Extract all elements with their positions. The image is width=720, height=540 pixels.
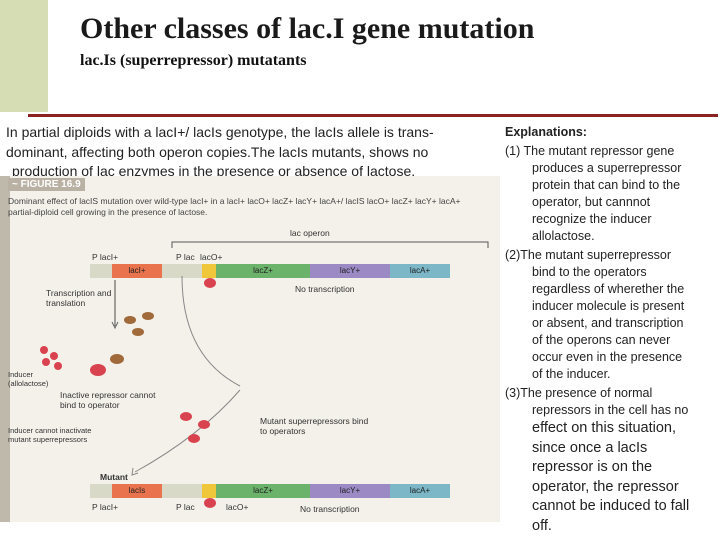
explanation-line: (1) The mutant repressor gene [505, 144, 675, 158]
explanation-item-3: (3)The presence of normal repressors in … [505, 385, 718, 536]
dna-strand-wildtype: lacI+ lacZ+ lacY+ lacA+ [90, 264, 490, 278]
explanation-line: off. [532, 517, 552, 534]
laco-top-label: lacO+ [200, 252, 223, 262]
promoter-segment [90, 264, 112, 278]
spacer-segment [162, 484, 202, 498]
explanation-line: produces a superrepressor [532, 161, 682, 175]
explanation-line: protein that can bind to the [532, 178, 681, 192]
explanations-panel: Explanations: (1) The mutant repressor g… [505, 124, 718, 538]
mutant-label: Mutant [100, 472, 128, 482]
lead-line: dominant, affecting both operon copies.T… [6, 143, 429, 160]
explanation-line: of the operons can never [532, 333, 671, 347]
lead-line: production of lac enzymes in the presenc… [12, 163, 416, 179]
inducer-molecule [50, 352, 58, 360]
repressor-protein [132, 328, 144, 336]
explanation-line: recognize the inducer [532, 212, 652, 226]
no-transcription-top: No transcription [295, 284, 355, 294]
inactive-repressor-label: Inactive repressor cannot bind to operat… [60, 390, 156, 410]
figure-caption: Dominant effect of lacIS mutation over w… [8, 196, 461, 217]
explanation-line: or absent, and transcription [532, 316, 684, 330]
slide-title: Other classes of lac.I gene mutation [80, 12, 535, 45]
gene-laci-top: lacI+ [112, 264, 162, 278]
operon-bracket [171, 241, 489, 248]
explanation-line: operator, but cannnot [532, 195, 651, 209]
explanations-heading: Explanations: [505, 125, 587, 139]
decorative-stripe [0, 0, 48, 112]
explanation-line: bind to the operators [532, 265, 647, 279]
explanation-line: allolactose. [532, 229, 595, 243]
explanation-line: inducer molecule is present [532, 299, 685, 313]
inducer-molecule [42, 358, 50, 366]
laco-bottom-label: lacO+ [226, 502, 249, 512]
inducer-molecule [40, 346, 48, 354]
explanation-line: since once a lacIs [532, 439, 648, 456]
gene-lacy-bottom: lacY+ [310, 484, 390, 498]
inducer-molecule [54, 362, 62, 370]
figure-arrows [111, 275, 241, 476]
figure-page-shadow [0, 176, 10, 522]
explanation-item-2: (2)The mutant superrepressor bind to the… [505, 247, 718, 383]
explanation-line: operator, the repressor [532, 478, 679, 495]
mutant-superrepressors-label: Mutant superrepressors bind to operators [260, 416, 369, 436]
explanation-line: repressors in the cell has no [532, 403, 689, 417]
p-lac-bottom-label: P lac [176, 502, 195, 512]
explanation-line: (3)The presence of normal [505, 386, 653, 400]
inducer-label: Inducer (allolactose) [8, 370, 49, 388]
lead-line: In partial diploids with a lacI+/ lacIs … [6, 124, 434, 140]
inactive-repressor-complex [110, 354, 124, 364]
transcription-translation-label: Transcription and translation [46, 288, 112, 308]
gene-lacz-bottom: lacZ+ [216, 484, 310, 498]
gene-lacz-top: lacZ+ [216, 264, 310, 278]
spacer-segment [162, 264, 202, 278]
slide-subtitle: lac.Is (superrepressor) mutatants [80, 52, 307, 69]
explanation-line: cannot be induced to fall [532, 498, 690, 514]
gene-laci-bottom: lacIs [112, 484, 162, 498]
repressor-protein [124, 316, 136, 324]
repressor-on-operator-top [204, 278, 216, 288]
explanation-line: repressor is on the [532, 459, 653, 475]
explanation-item-1: (1) The mutant repressor gene produces a… [505, 143, 718, 245]
explanation-line: of the inducer. [532, 367, 611, 381]
gene-lacy-top: lacY+ [310, 264, 390, 278]
superrepressor-protein [180, 412, 192, 421]
inducer-cannot-label: Inducer cannot inactivate mutant superre… [8, 426, 92, 444]
superrepressor-protein [198, 420, 210, 429]
gene-laca-bottom: lacA+ [390, 484, 450, 498]
explanation-line: occur even in the presence [532, 350, 683, 364]
p-laci-top-label: P lacI+ [92, 252, 119, 262]
promoter-segment [90, 484, 112, 498]
gene-laca-top: lacA+ [390, 264, 450, 278]
inactive-repressor-complex [90, 364, 106, 376]
figure-header: ~ FIGURE 16.9 [8, 178, 85, 191]
p-lac-top-label: P lac [176, 252, 195, 262]
title-divider [28, 114, 718, 117]
superrepressor-protein [188, 434, 200, 443]
explanation-line: regardless of wherether the [532, 282, 685, 296]
lead-paragraph: In partial diploids with a lacI+/ lacIs … [6, 123, 506, 182]
figure-16-9: ~ FIGURE 16.9 Dominant effect of lacIS m… [0, 176, 500, 522]
superrepressor-on-operator [204, 498, 216, 508]
explanation-line: effect on this situation, [532, 420, 677, 436]
explanation-line: (2)The mutant superrepressor [505, 248, 672, 262]
dna-strand-mutant: lacIs lacZ+ lacY+ lacA+ [90, 484, 490, 498]
operator-top [202, 264, 216, 278]
p-laci-bottom-label: P lacI+ [92, 502, 119, 512]
operator-bottom [202, 484, 216, 498]
lac-operon-label: lac operon [290, 228, 330, 238]
repressor-protein [142, 312, 154, 320]
no-transcription-bottom: No transcription [300, 504, 360, 514]
